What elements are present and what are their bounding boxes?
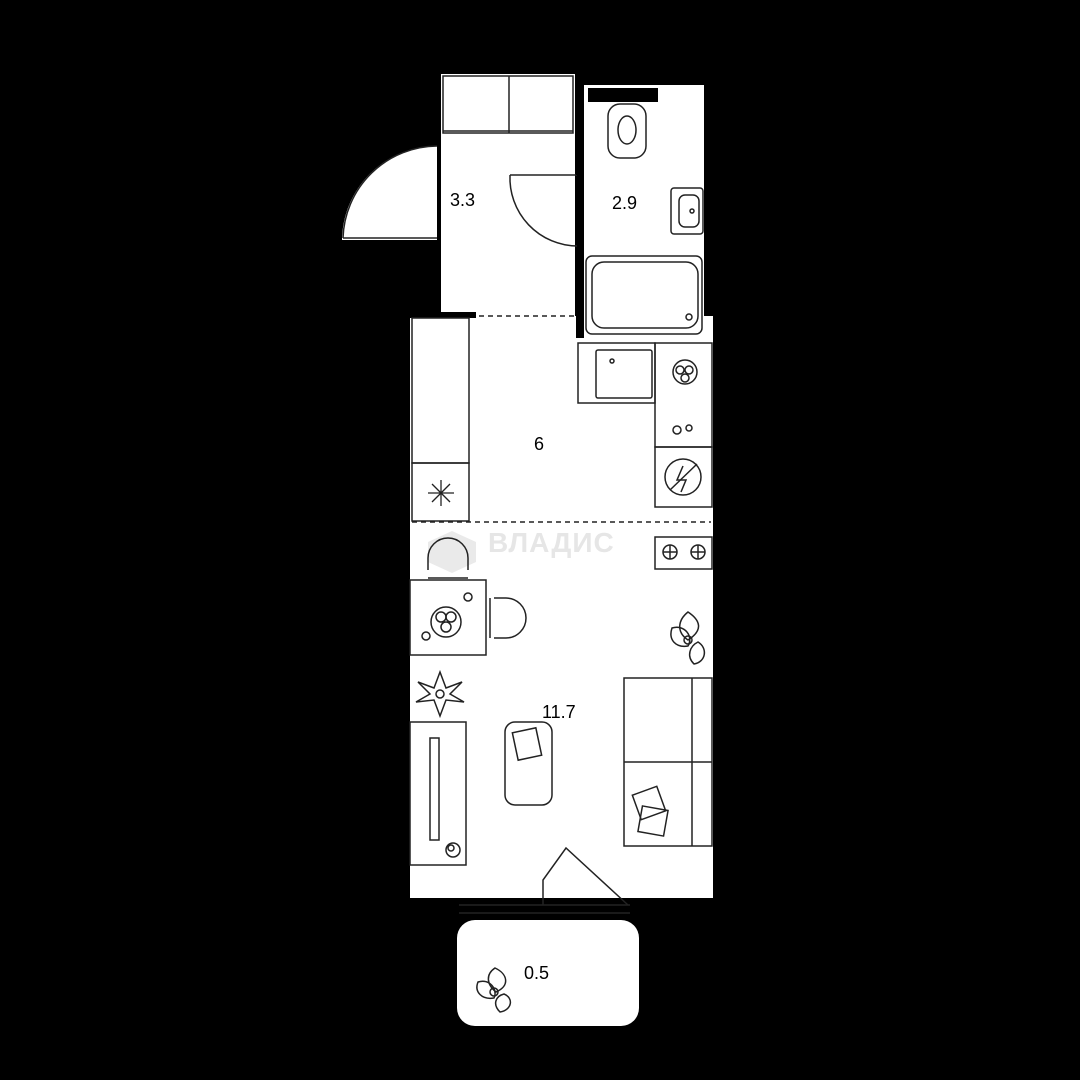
floors — [342, 74, 713, 1026]
chair-top — [427, 537, 469, 570]
balcony-floor — [457, 920, 639, 1026]
tv-stand — [409, 721, 467, 866]
area-label-hall: 3.3 — [450, 190, 475, 210]
bathroom-fixtures — [585, 103, 704, 335]
entrance-door-swing — [342, 146, 437, 240]
stove — [654, 536, 713, 570]
living-furniture — [409, 537, 713, 906]
watermark: ВЛАДИС — [428, 527, 615, 573]
balcony-plant-icon — [476, 967, 512, 1013]
toilet — [607, 103, 647, 159]
kitchen-floor — [410, 316, 713, 526]
plant-icon — [415, 669, 465, 719]
no-gas-icon — [664, 458, 702, 496]
walls — [342, 75, 711, 914]
chair-right — [494, 597, 527, 639]
area-label-balcony: 0.5 — [524, 963, 549, 983]
bath-partition-lower — [576, 248, 584, 338]
bathtub — [585, 255, 703, 335]
plant-icon — [670, 611, 706, 665]
area-label-living: 11.7 — [542, 702, 576, 722]
tv — [429, 737, 440, 841]
hall-floor — [441, 74, 575, 316]
bath-top-strip — [588, 88, 658, 102]
area-label-kitchen: 6 — [534, 434, 544, 454]
bathroom-floor — [584, 85, 704, 339]
fridge — [411, 462, 470, 522]
wardrobe — [442, 75, 574, 134]
dining-table — [409, 579, 487, 656]
area-label-bathroom: 2.9 — [612, 193, 637, 213]
kitchen-wall-stub — [410, 312, 476, 318]
balcony-door — [542, 846, 629, 906]
sink — [670, 187, 704, 235]
kitchen-fixtures — [411, 317, 713, 570]
snowflake-icon — [428, 480, 454, 506]
coffee-table — [504, 721, 553, 806]
watermark-text: ВЛАДИС — [488, 527, 615, 558]
oven — [654, 446, 713, 508]
bath-partition — [576, 85, 584, 175]
